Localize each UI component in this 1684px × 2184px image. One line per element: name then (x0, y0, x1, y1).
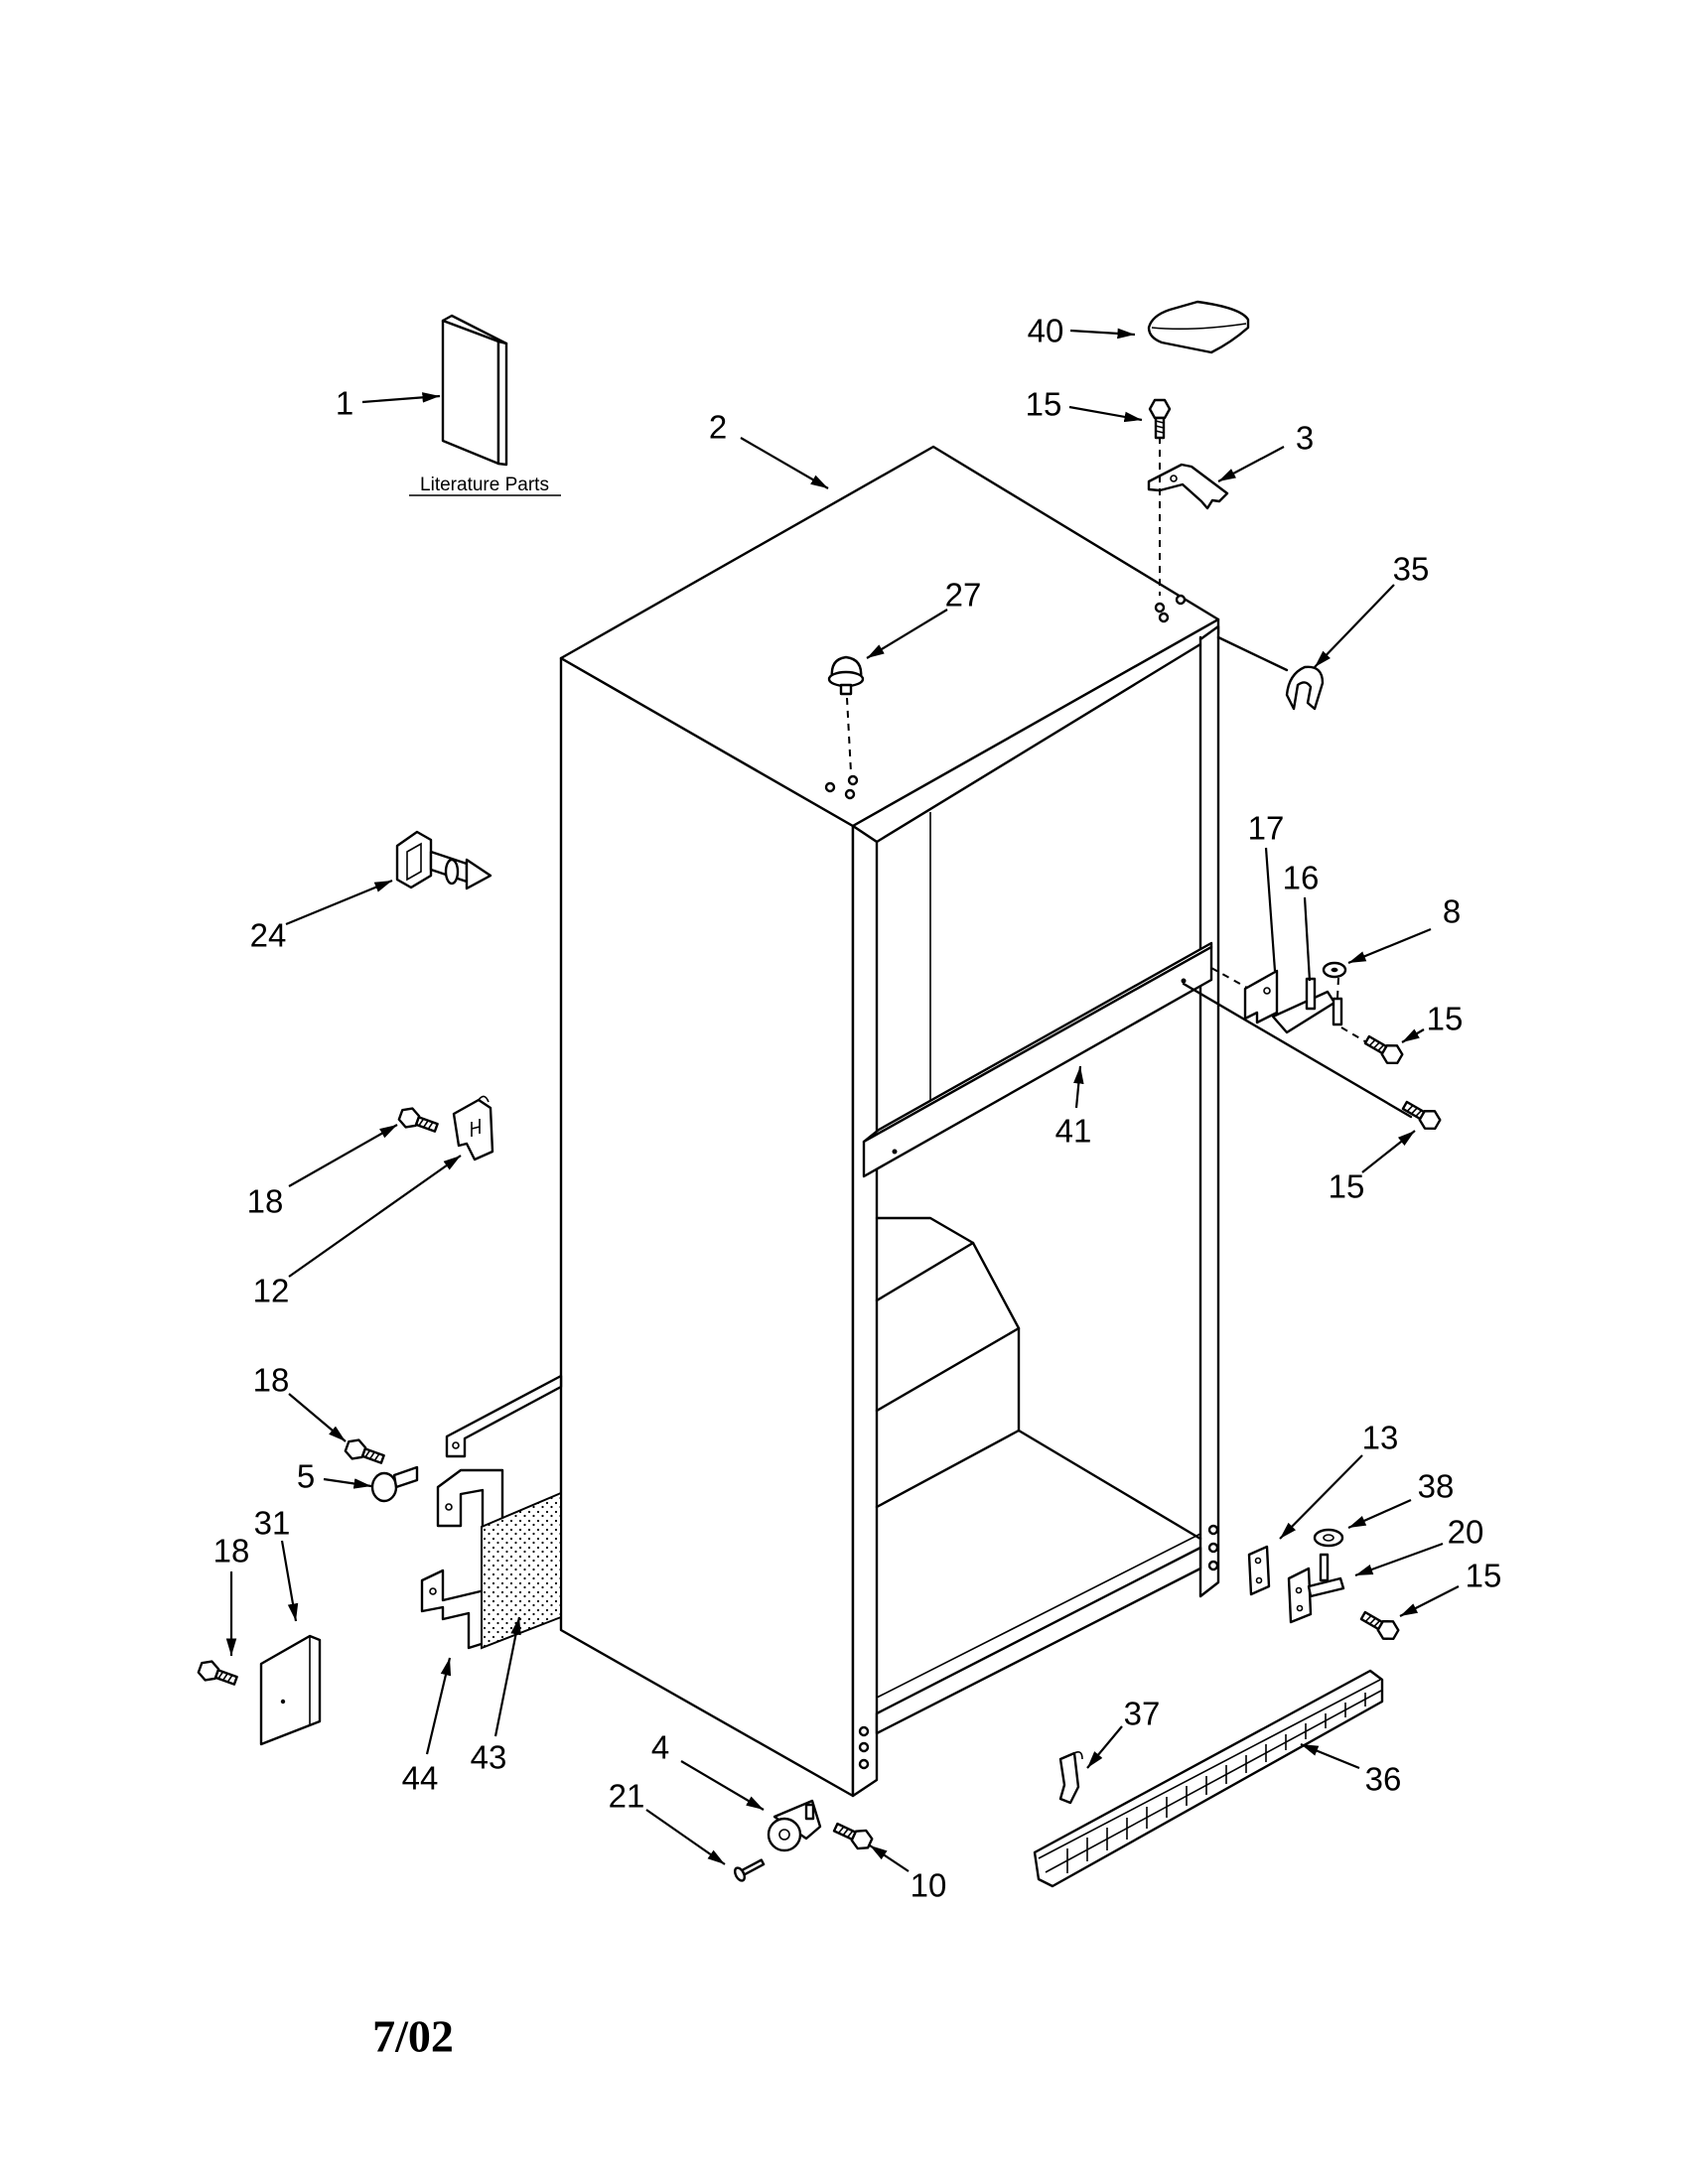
part-41-divider-bar (862, 941, 1213, 1178)
callout-label: 37 (1124, 1696, 1161, 1732)
part-8-washer (1322, 961, 1347, 979)
callout-label: 44 (402, 1760, 439, 1797)
callout-label: 16 (1283, 860, 1320, 896)
part-15-screw (1148, 398, 1172, 440)
part-37-grille-clip (1058, 1751, 1083, 1805)
part-13-shim-plate (1247, 1545, 1271, 1596)
lower-hinge-plate (445, 1374, 563, 1458)
part-16-center-hinge (1271, 977, 1343, 1034)
callout-label: 15 (1329, 1168, 1365, 1205)
callout-label: 38 (1418, 1468, 1455, 1505)
part-4-leveling-roller (767, 1799, 822, 1852)
callout-label: 18 (253, 1362, 290, 1399)
callout-label: 40 (1028, 313, 1064, 349)
callout-label: 21 (609, 1778, 645, 1815)
part-44-bracket (420, 1569, 487, 1650)
part-38-washer (1313, 1528, 1344, 1548)
callout-label: 27 (945, 577, 982, 614)
part-18-screw (397, 1107, 439, 1133)
part-43-insulation (481, 1491, 562, 1650)
callout-label: 36 (1365, 1761, 1402, 1798)
date-code: 7/02 (372, 2011, 454, 2062)
callout-label: 18 (247, 1183, 284, 1220)
callout-label: 3 (1296, 420, 1314, 457)
callout-label: 10 (911, 1867, 947, 1904)
part-3-top-hinge (1147, 463, 1229, 510)
callout-label: 2 (709, 409, 727, 446)
callout-label: 24 (250, 917, 287, 954)
lower-bracket (436, 1468, 504, 1530)
callout-label: 17 (1248, 810, 1285, 847)
leader-lines (225, 328, 1460, 1872)
part-40-hinge-cap (1147, 300, 1250, 354)
callout-label: 41 (1055, 1113, 1092, 1150)
part-15-screw (1359, 1610, 1400, 1641)
part-20-bottom-hinge (1287, 1553, 1345, 1624)
callout-label: 35 (1393, 551, 1430, 588)
callout-label: 4 (651, 1729, 669, 1766)
part-10-screw (832, 1822, 874, 1850)
part-36-grille (1033, 1669, 1384, 1888)
part-5-clip (370, 1465, 419, 1503)
callout-label: 15 (1466, 1558, 1502, 1594)
callout-label: 43 (471, 1739, 507, 1776)
callout-label: 20 (1448, 1514, 1484, 1551)
callout-label: 13 (1362, 1420, 1399, 1456)
part-27-plug (827, 655, 865, 696)
callout-labels: 1 2 40 15 3 27 35 24 17 16 8 15 41 15 18… (213, 313, 1502, 1904)
part-21-screw (733, 1858, 766, 1882)
assembly-path-8 (1336, 977, 1339, 999)
callout-label: 15 (1026, 386, 1062, 423)
part-15-screw (1363, 1034, 1404, 1065)
callout-label: 8 (1443, 893, 1461, 930)
assembly-path-15-lower (1182, 982, 1413, 1119)
callout-label: 15 (1427, 1001, 1464, 1037)
callout-label: 18 (213, 1533, 250, 1570)
part-1-literature-book (441, 314, 508, 467)
part-12-door-closer (452, 1095, 494, 1161)
part-15-screw (1401, 1100, 1442, 1131)
callout-label: 5 (297, 1458, 315, 1495)
part-35-hinge-cover (1285, 665, 1325, 711)
part-31-cover-plate (259, 1634, 322, 1746)
callout-label: 1 (336, 385, 353, 422)
callout-label: 31 (254, 1505, 291, 1542)
callout-label: 12 (253, 1273, 290, 1309)
part-17-hinge-bracket (1243, 969, 1279, 1024)
assembly-path-35 (1216, 635, 1289, 672)
part-18-screw (344, 1438, 385, 1464)
part-18-screw (197, 1660, 238, 1686)
part-24-door-stop (395, 830, 492, 890)
part-2-cabinet (559, 445, 1220, 1798)
literature-parts-caption: Literature Parts (420, 475, 549, 495)
